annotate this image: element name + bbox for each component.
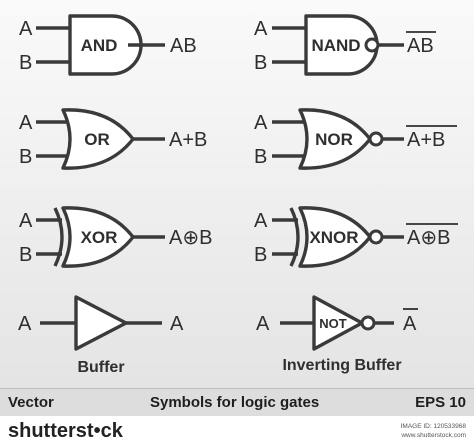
footer-title: Symbols for logic gates [150,394,320,411]
xor-input-b: B [19,244,32,266]
xor-gate-name: XOR [81,228,118,247]
or-input-a: A [19,112,33,134]
logic-gates-diagram: A B AND AB A B NAND AB A B OR A+ [18,14,458,376]
xnor-inversion-bubble [368,229,384,245]
nand-gate-name: NAND [311,36,360,55]
xor-output-label: A⊕B [169,227,212,249]
nand-input-b: B [254,52,267,74]
xor-gate: A B XOR A⊕B [19,206,212,268]
shutterstock-logo: shutterst•ck [8,420,123,442]
image-id-block: IMAGE ID: 120533968 www.shutterstock.com [401,422,466,440]
or-output-label: A+B [169,129,207,151]
nor-output-label: A+B [407,129,445,151]
nand-input-a: A [254,18,268,40]
nor-inversion-bubble [368,131,384,147]
xnor-output-label: A⊕B [407,227,450,249]
buffer-output-label: A [170,313,184,335]
xor-input-a: A [19,210,33,232]
not-inversion-bubble [360,315,376,331]
and-gate-name: AND [81,36,118,55]
not-gate-name: NOT [319,316,347,331]
nor-input-b: B [254,146,267,168]
not-input-a: A [256,313,270,335]
not-caption: Inverting Buffer [282,357,401,374]
brand-bar: shutterst•ck IMAGE ID: 120533968 www.shu… [0,416,474,448]
nand-output-label: AB [407,35,434,57]
nor-gate: A B NOR A+B [254,108,457,170]
footer-format-label: EPS 10 [415,394,466,411]
or-input-b: B [19,146,32,168]
nor-input-a: A [254,112,268,134]
or-gate-name: OR [84,130,110,149]
buffer-caption: Buffer [77,359,124,376]
not-gate: A NOT A Inverting Buffer [256,295,418,374]
xnor-gate-name: XNOR [309,228,358,247]
xnor-gate: A B XNOR A⊕B [254,206,458,268]
and-gate: A B AND AB [19,14,197,76]
diagram-canvas: A B AND AB A B NAND AB A B OR A+ [0,0,474,388]
not-output-label: A [403,313,417,335]
and-input-b: B [19,52,32,74]
nand-inversion-bubble [364,37,380,53]
buffer-gate: A A Buffer [18,295,184,376]
site-url: www.shutterstock.com [401,432,466,439]
buffer-input-a: A [18,313,32,335]
xnor-input-b: B [254,244,267,266]
xnor-input-a: A [254,210,268,232]
nor-gate-name: NOR [315,130,353,149]
image-id: IMAGE ID: 120533968 [400,423,466,430]
or-gate: A B OR A+B [19,108,207,170]
footer-bar: Vector Symbols for logic gates EPS 10 [0,388,474,417]
and-output-label: AB [170,35,197,57]
and-input-a: A [19,18,33,40]
footer-vector-label: Vector [8,394,54,411]
nand-gate: A B NAND AB [254,14,436,76]
